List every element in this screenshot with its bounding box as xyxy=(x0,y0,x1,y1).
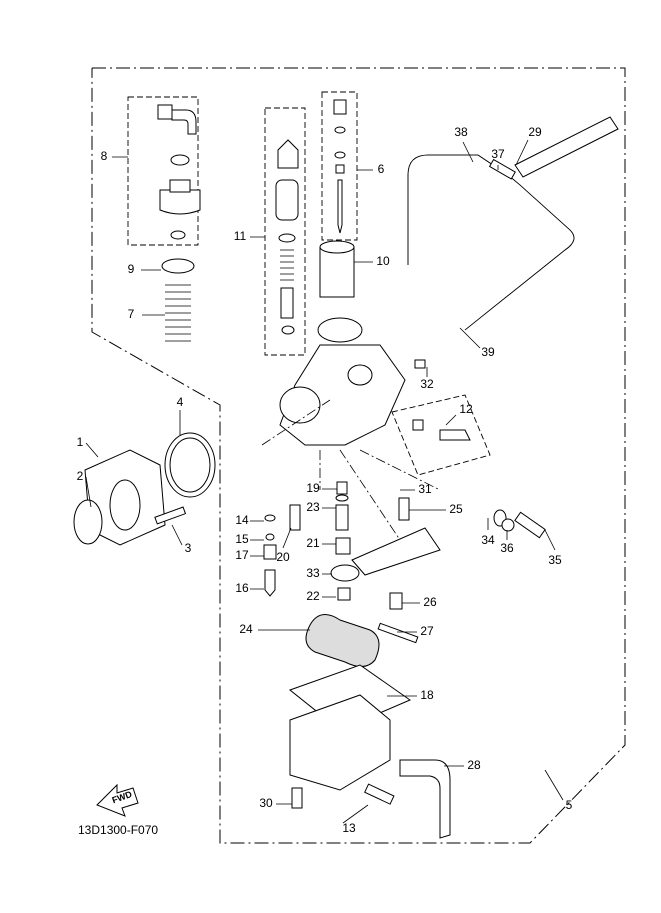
label-10: 10 xyxy=(376,254,390,268)
label-33: 33 xyxy=(306,566,320,580)
label-11: 11 xyxy=(234,229,247,243)
part-number-labels: 1 2 3 4 5 6 7 8 9 10 11 12 13 14 15 16 1… xyxy=(77,125,573,835)
label-2: 2 xyxy=(77,469,84,483)
label-21: 21 xyxy=(306,536,320,550)
group-box-11 xyxy=(264,107,306,356)
label-31: 31 xyxy=(418,482,432,496)
label-30: 30 xyxy=(259,796,273,810)
diagram-code: 13D1300-F070 xyxy=(78,823,158,837)
label-16: 16 xyxy=(235,581,249,595)
assembly-boundary xyxy=(91,67,626,844)
label-1: 1 xyxy=(77,435,84,449)
label-23: 23 xyxy=(306,500,320,514)
label-24: 24 xyxy=(239,622,253,636)
label-26: 26 xyxy=(423,595,437,609)
label-7: 7 xyxy=(128,307,135,321)
label-3: 3 xyxy=(185,541,192,555)
label-12: 12 xyxy=(459,402,473,416)
label-6: 6 xyxy=(378,162,385,176)
label-27: 27 xyxy=(420,624,434,638)
label-34: 34 xyxy=(481,533,495,547)
label-32: 32 xyxy=(420,377,434,391)
label-15: 15 xyxy=(235,532,249,546)
part-drawings xyxy=(73,99,619,839)
label-20: 20 xyxy=(276,550,290,564)
label-28: 28 xyxy=(467,758,481,772)
label-8: 8 xyxy=(101,149,108,163)
label-35: 35 xyxy=(548,553,562,567)
label-38: 38 xyxy=(454,125,468,139)
label-36: 36 xyxy=(500,541,514,555)
group-box-12 xyxy=(391,394,491,476)
leader-lines xyxy=(85,139,564,824)
label-14: 14 xyxy=(235,513,249,527)
label-37: 37 xyxy=(491,147,505,161)
group-box-8 xyxy=(127,96,199,246)
label-17: 17 xyxy=(235,548,249,562)
label-29: 29 xyxy=(528,125,542,139)
label-25: 25 xyxy=(449,502,463,516)
label-4: 4 xyxy=(177,395,184,409)
label-9: 9 xyxy=(128,262,135,276)
label-5: 5 xyxy=(566,798,573,812)
label-22: 22 xyxy=(306,589,320,603)
label-39: 39 xyxy=(481,345,495,359)
group-box-6 xyxy=(321,91,358,241)
label-19: 19 xyxy=(306,481,320,495)
label-13: 13 xyxy=(342,821,356,835)
label-18: 18 xyxy=(420,688,434,702)
forward-arrow-icon: FWD xyxy=(96,783,139,817)
